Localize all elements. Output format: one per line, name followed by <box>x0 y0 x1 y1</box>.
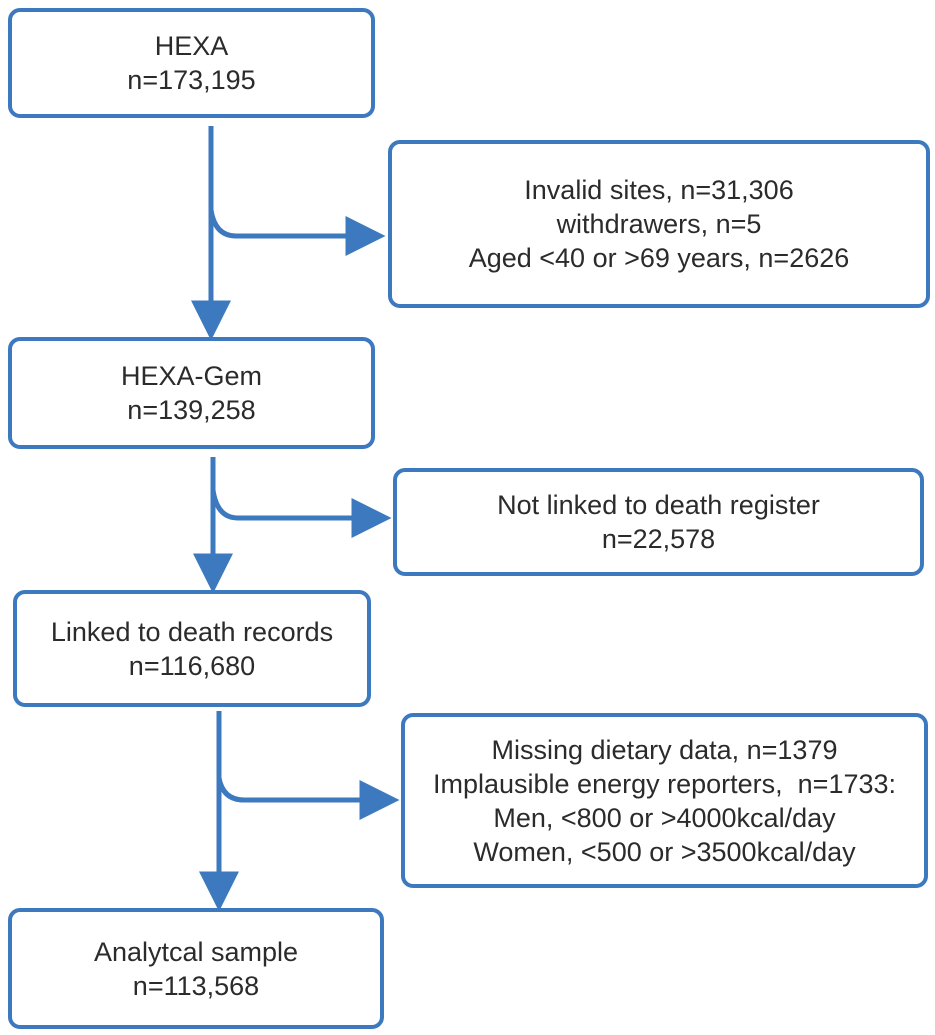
exclusion-3-line-2: Implausible energy reporters, n=1733: <box>432 768 897 799</box>
hexa-gem-box: HEXA-Gem n=139,258 <box>8 337 375 449</box>
hexa-box: HEXA n=173,195 <box>8 8 375 118</box>
analytical-sample-box: Analytcal sample n=113,568 <box>8 908 384 1029</box>
hexa-gem-title: HEXA-Gem <box>120 361 263 391</box>
arrow-branch-exclusion-2 <box>210 489 392 538</box>
sample-title: Analytcal sample <box>93 936 299 967</box>
exclusion-box-3: Missing dietary data, n=1379 Implausible… <box>401 713 928 888</box>
arrow-branch-exclusion-1 <box>208 209 386 256</box>
linked-title: Linked to death records <box>50 616 334 647</box>
exclusion-box-2: Not linked to death register n=22,578 <box>393 468 924 576</box>
sample-count: n=113,568 <box>132 970 260 1001</box>
exclusion-3-line-4: Women, <500 or >3500kcal/day <box>473 836 856 867</box>
linked-count: n=116,680 <box>128 650 256 681</box>
exclusion-3-line-1: Missing dietary data, n=1379 <box>491 734 838 765</box>
exclusion-1-line-1: Invalid sites, n=31,306 <box>524 175 794 205</box>
exclusion-3-line-3: Men, <800 or >4000kcal/day <box>493 802 836 833</box>
exclusion-1-line-3: Aged <40 or >69 years, n=2626 <box>468 243 850 273</box>
hexa-count: n=173,195 <box>127 65 256 95</box>
hexa-title: HEXA <box>154 31 229 61</box>
linked-box: Linked to death records n=116,680 <box>13 590 371 707</box>
exclusion-2-line-2: n=22,578 <box>601 524 716 554</box>
arrow-branch-exclusion-3 <box>216 777 400 820</box>
exclusion-box-1: Invalid sites, n=31,306 withdrawers, n=5… <box>388 140 930 308</box>
exclusion-1-line-2: withdrawers, n=5 <box>556 209 762 239</box>
exclusion-2-line-1: Not linked to death register <box>497 490 820 520</box>
hexa-gem-count: n=139,258 <box>127 395 256 425</box>
